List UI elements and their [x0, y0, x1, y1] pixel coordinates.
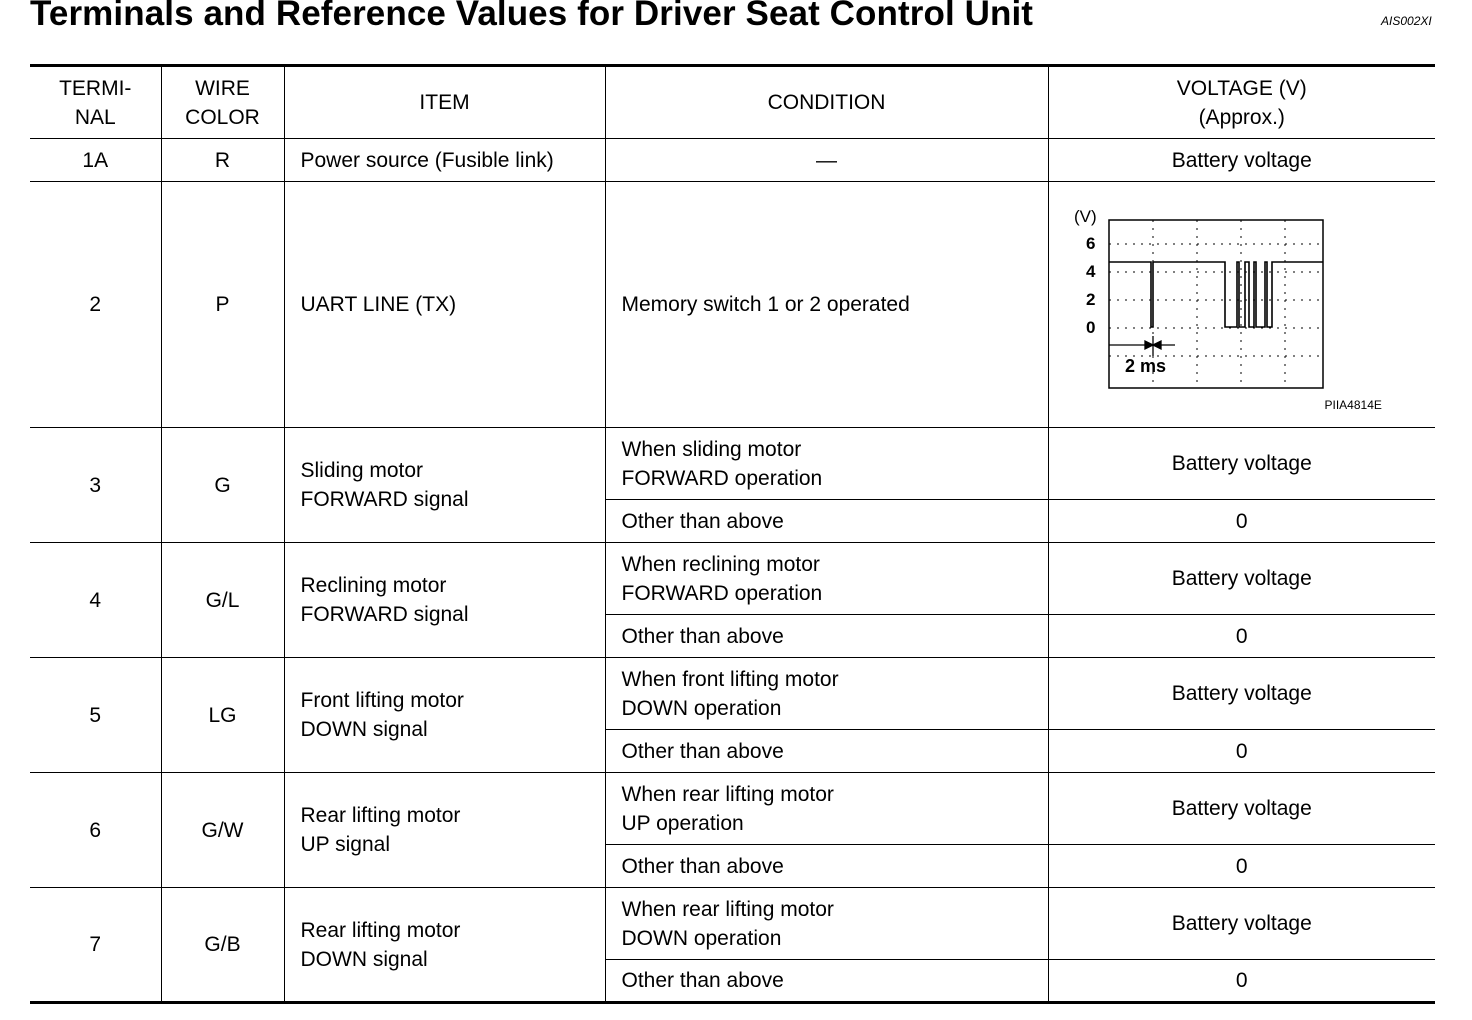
uart-waveform-diagram: (V) 6 4 2 0 [1074, 207, 1324, 389]
item-cell: UART LINE (TX) [283, 181, 606, 428]
header-terminal: TERMI- NAL [30, 64, 162, 139]
uart-signal-trace [1108, 261, 1323, 328]
waveform-y-tick: 4 [1086, 262, 1096, 281]
voltage-cell: Battery voltage [1047, 427, 1435, 500]
condition-cell: Other than above [605, 844, 1049, 888]
item-cell: Reclining motor FORWARD signal [283, 542, 606, 658]
wire-color-cell: G/L [160, 542, 285, 658]
voltage-cell: Battery voltage [1047, 138, 1435, 182]
table-subrow: Other than above 0 [30, 729, 1435, 773]
table-row: 6 G/W Rear lifting motor UP signal When … [30, 772, 1435, 888]
table-row: 3 G Sliding motor FORWARD signal When sl… [30, 427, 1435, 543]
condition-cell: Other than above [605, 499, 1049, 543]
table-row: 7 G/B Rear lifting motor DOWN signal Whe… [30, 887, 1435, 1004]
table-subrow: Other than above 0 [30, 959, 1435, 1004]
header-condition: CONDITION [604, 64, 1049, 139]
voltage-cell: Battery voltage [1047, 887, 1435, 960]
scope-frame [1107, 219, 1324, 389]
condition-cell: — [604, 138, 1049, 182]
item-cell: Rear lifting motor UP signal [283, 772, 606, 888]
condition-cell: When rear lifting motor DOWN operation [604, 887, 1049, 960]
voltage-cell: Battery voltage [1047, 772, 1435, 845]
terminal-cell: 3 [30, 427, 162, 543]
wire-color-cell: R [160, 138, 285, 182]
condition-cell: When front lifting motor DOWN operation [604, 657, 1049, 730]
waveform-y-tick: 6 [1086, 234, 1095, 253]
voltage-cell: 0 [1047, 499, 1435, 543]
item-cell: Power source (Fusible link) [283, 138, 606, 182]
voltage-cell: 0 [1047, 959, 1435, 1004]
table-subrow: Other than above 0 [30, 614, 1435, 658]
voltage-waveform-cell: (V) 6 4 2 0 [1047, 181, 1435, 428]
table-row-2: 2 P UART LINE (TX) Memory switch 1 or 2 … [30, 181, 1435, 428]
item-cell: Front lifting motor DOWN signal [283, 657, 606, 773]
condition-cell: Other than above [605, 614, 1049, 658]
condition-cell: Other than above [605, 959, 1049, 1004]
terminal-cell: 7 [30, 887, 162, 1004]
item-cell: Sliding motor FORWARD signal [283, 427, 606, 543]
terminal-cell: 2 [30, 181, 162, 428]
terminal-cell: 1A [30, 138, 162, 182]
voltage-cell: 0 [1047, 844, 1435, 888]
waveform-y-tick: 0 [1086, 318, 1095, 337]
condition-cell: Memory switch 1 or 2 operated [604, 181, 1049, 428]
terminal-cell: 4 [30, 542, 162, 658]
voltage-cell: Battery voltage [1047, 657, 1435, 730]
condition-cell: When sliding motor FORWARD operation [604, 427, 1049, 500]
table-row-1a: 1A R Power source (Fusible link) — Batte… [30, 138, 1435, 182]
header-wire-color: WIRE COLOR [160, 64, 285, 139]
voltage-cell: 0 [1047, 614, 1435, 658]
document-code: AIS002XI [1381, 14, 1432, 28]
waveform-y-unit: (V) [1074, 207, 1097, 226]
terminal-cell: 5 [30, 657, 162, 773]
table-row: 5 LG Front lifting motor DOWN signal Whe… [30, 657, 1435, 773]
condition-cell: When reclining motor FORWARD operation [604, 542, 1049, 615]
figure-reference-code: PIIA4814E [1324, 398, 1382, 412]
wire-color-cell: P [160, 181, 285, 428]
table-subrow: Other than above 0 [30, 844, 1435, 888]
header-voltage: VOLTAGE (V) (Approx.) [1047, 64, 1435, 139]
header-item: ITEM [283, 64, 606, 139]
voltage-cell: Battery voltage [1047, 542, 1435, 615]
page-title: Terminals and Reference Values for Drive… [30, 0, 1034, 33]
time-scale-label: 2 ms [1125, 356, 1166, 376]
wire-color-cell: G/W [160, 772, 285, 888]
wire-color-cell: LG [160, 657, 285, 773]
waveform-y-tick: 2 [1086, 290, 1095, 309]
wire-color-cell: G/B [160, 887, 285, 1004]
time-scale-marker [1108, 336, 1175, 356]
wire-color-cell: G [160, 427, 285, 543]
condition-cell: When rear lifting motor UP operation [604, 772, 1049, 845]
table-row: 4 G/L Reclining motor FORWARD signal Whe… [30, 542, 1435, 658]
condition-cell: Other than above [605, 729, 1049, 773]
terminal-cell: 6 [30, 772, 162, 888]
item-cell: Rear lifting motor DOWN signal [283, 887, 606, 1004]
terminal-reference-table: TERMI- NAL WIRE COLOR ITEM CONDITION VOL… [30, 64, 1435, 1004]
voltage-cell: 0 [1047, 729, 1435, 773]
table-header-row: TERMI- NAL WIRE COLOR ITEM CONDITION VOL… [30, 64, 1435, 139]
